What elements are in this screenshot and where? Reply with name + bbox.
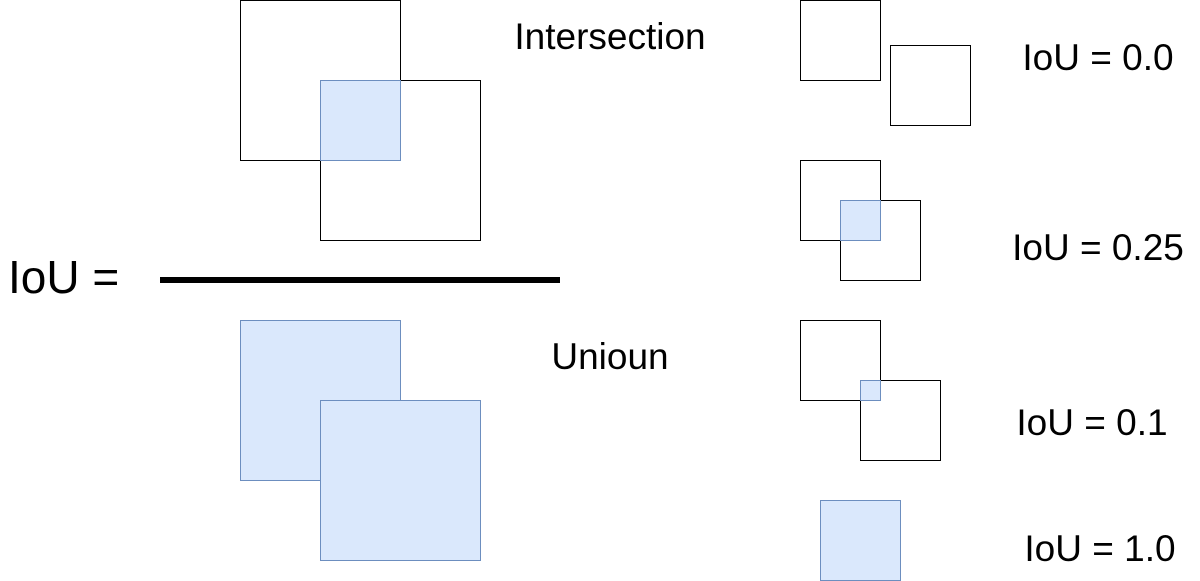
- example-label-1-0: IoU = 1.0: [1024, 528, 1175, 569]
- example-label-0-1: IoU = 0.1: [1016, 402, 1167, 443]
- example-box: [800, 320, 881, 401]
- example-box: [890, 45, 971, 126]
- example-overlap: [820, 500, 901, 581]
- example-iou-1-0: [820, 500, 901, 581]
- example-box: [860, 380, 941, 461]
- intersection-region: [320, 80, 401, 161]
- union-label: Unioun: [551, 336, 668, 377]
- example-iou-0-1: [800, 320, 941, 461]
- union-box-b: [320, 400, 481, 561]
- intersection-label: Intersection: [514, 16, 705, 57]
- example-iou-0-0: [800, 0, 971, 126]
- example-overlap: [860, 380, 881, 401]
- example-label-0-0: IoU = 0.0: [1022, 37, 1173, 78]
- iou-equals-label: IoU =: [8, 251, 119, 303]
- example-overlap: [840, 200, 881, 241]
- example-box: [800, 0, 881, 81]
- example-iou-0-25: [800, 160, 921, 281]
- example-label-0-25: IoU = 0.25: [1012, 227, 1184, 268]
- union-illustration: [240, 320, 481, 561]
- intersection-illustration: [240, 0, 481, 241]
